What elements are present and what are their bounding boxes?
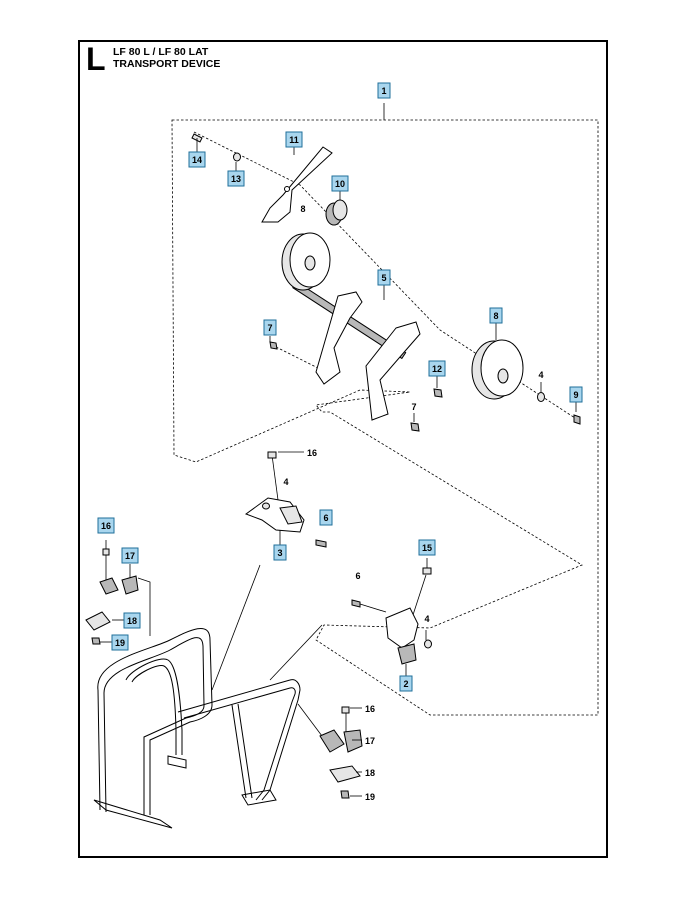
callout-12: 12 bbox=[428, 360, 446, 377]
callout-3: 3 bbox=[273, 544, 287, 561]
label-4-plate: 4 bbox=[424, 614, 429, 624]
svg-text:18: 18 bbox=[127, 616, 137, 626]
plate-18a bbox=[85, 611, 111, 631]
nut-19b-icon bbox=[340, 790, 350, 799]
svg-text:1: 1 bbox=[381, 86, 386, 96]
label-16-top: 16 bbox=[307, 448, 317, 458]
nut-19a-icon bbox=[91, 637, 101, 645]
label-18-lower: 18 bbox=[365, 768, 375, 778]
callout-19: 19 bbox=[111, 634, 129, 651]
assembly-outline bbox=[171, 119, 599, 716]
label-4-clamp: 4 bbox=[283, 477, 288, 487]
svg-text:3: 3 bbox=[277, 548, 282, 558]
bolt-16-head bbox=[267, 451, 277, 459]
wheel-right-face bbox=[480, 339, 524, 397]
wheel-right-hub bbox=[497, 368, 509, 384]
bolt-16-shaft bbox=[271, 454, 279, 501]
nut-7b-icon bbox=[410, 422, 420, 432]
svg-text:12: 12 bbox=[432, 364, 442, 374]
wheel-left-hub bbox=[304, 255, 316, 271]
clamp-plate-foot bbox=[397, 643, 417, 665]
callout-5: 5 bbox=[377, 269, 391, 286]
washer-4-icon bbox=[537, 392, 545, 402]
clamp-jaw bbox=[279, 505, 303, 525]
clamp-half-17c bbox=[319, 729, 345, 753]
clamp-half-17d bbox=[343, 729, 363, 753]
lever-hole bbox=[284, 186, 290, 192]
clamp-plate bbox=[385, 607, 419, 649]
label-19-lower: 19 bbox=[365, 792, 375, 802]
callout-2: 2 bbox=[399, 675, 413, 692]
clamp-half-17a bbox=[99, 577, 119, 595]
label-17-lower: 17 bbox=[365, 736, 375, 746]
bolt-6a-icon bbox=[315, 539, 327, 548]
callout-15: 15 bbox=[418, 539, 436, 556]
svg-text:6: 6 bbox=[323, 513, 328, 523]
spacer-bushing-face bbox=[332, 199, 348, 221]
label-16-lower: 16 bbox=[365, 704, 375, 714]
bracket-right bbox=[365, 321, 421, 421]
nut-7a-icon bbox=[269, 341, 278, 350]
plate-18b bbox=[329, 765, 361, 783]
svg-text:13: 13 bbox=[231, 174, 241, 184]
callout-14: 14 bbox=[188, 151, 206, 168]
callout-1: 1 bbox=[377, 82, 391, 99]
label-8: 8 bbox=[300, 204, 305, 214]
nut-9-icon bbox=[573, 414, 581, 425]
bolt-16b-head bbox=[102, 548, 110, 556]
callout-16: 16 bbox=[97, 517, 115, 534]
svg-text:2: 2 bbox=[403, 679, 408, 689]
callout-11: 11 bbox=[285, 131, 303, 148]
diagram-frame bbox=[78, 40, 608, 858]
svg-text:8: 8 bbox=[493, 311, 498, 321]
guide-line-side-clamp bbox=[137, 577, 151, 636]
callout-10: 10 bbox=[331, 175, 349, 192]
svg-text:5: 5 bbox=[381, 273, 386, 283]
svg-text:16: 16 bbox=[101, 521, 111, 531]
bolt-15-shaft bbox=[411, 574, 427, 619]
bracket-left bbox=[315, 291, 363, 385]
handle-lever bbox=[261, 146, 333, 223]
clamp-half-17b bbox=[121, 575, 139, 595]
washer-4b-icon bbox=[262, 502, 270, 510]
callout-8: 8 bbox=[489, 307, 503, 324]
bolt-15-head bbox=[422, 567, 432, 575]
callout-13: 13 bbox=[227, 170, 245, 187]
nut-12-icon bbox=[433, 388, 443, 398]
svg-text:15: 15 bbox=[422, 543, 432, 553]
section-title: TRANSPORT DEVICE bbox=[113, 58, 221, 70]
guide-line-lower-clamp bbox=[297, 703, 323, 737]
svg-text:10: 10 bbox=[335, 179, 345, 189]
model-title: LF 80 L / LF 80 LAT bbox=[113, 46, 209, 58]
washer-13-icon bbox=[233, 152, 241, 162]
bolt-6b-line bbox=[359, 603, 387, 613]
svg-text:11: 11 bbox=[289, 135, 299, 145]
callout-7: 7 bbox=[263, 319, 277, 336]
svg-text:17: 17 bbox=[125, 551, 135, 561]
callout-17: 17 bbox=[121, 547, 139, 564]
svg-text:7: 7 bbox=[267, 323, 272, 333]
leader-lines bbox=[100, 138, 577, 797]
callout-9: 9 bbox=[569, 386, 583, 403]
callout-18: 18 bbox=[123, 612, 141, 629]
guide-line-clamp-3 bbox=[211, 564, 261, 691]
washer-4c-icon bbox=[424, 639, 432, 649]
label-4-washer: 4 bbox=[538, 370, 543, 380]
bolt-16c-head bbox=[341, 706, 350, 714]
transport-frame bbox=[93, 627, 301, 829]
label-7: 7 bbox=[411, 402, 416, 412]
callout-6: 6 bbox=[319, 509, 333, 526]
svg-text:14: 14 bbox=[192, 155, 202, 165]
bolt-6b-icon bbox=[351, 599, 361, 608]
section-letter: L bbox=[86, 41, 106, 77]
guide-line-clamp-2 bbox=[269, 624, 323, 681]
svg-text:9: 9 bbox=[573, 390, 578, 400]
label-6: 6 bbox=[355, 571, 360, 581]
svg-text:19: 19 bbox=[115, 638, 125, 648]
